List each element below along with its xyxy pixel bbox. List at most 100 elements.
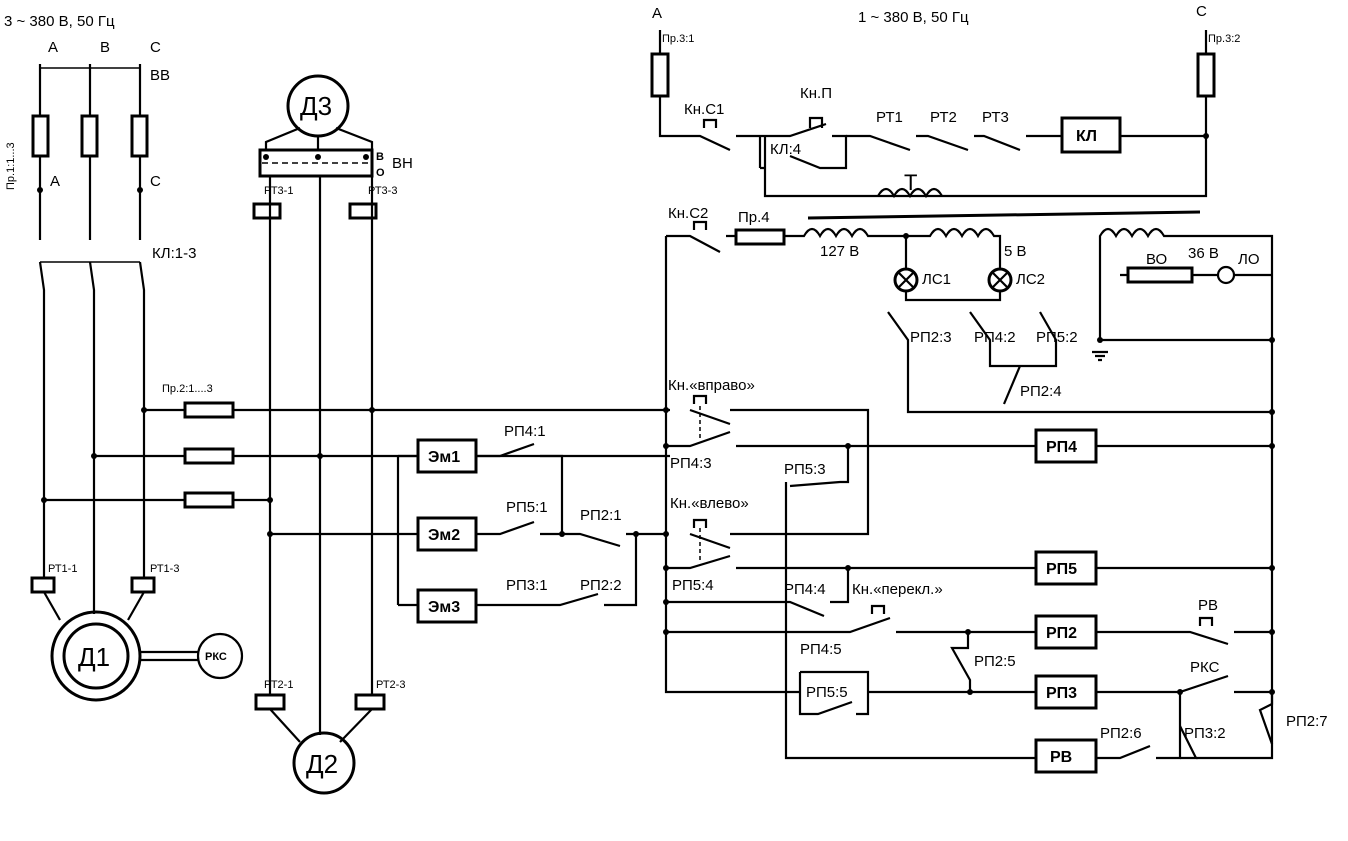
coil-rp3-label: РП3 (1046, 685, 1077, 702)
control-left-rail (664, 236, 800, 694)
contact-rp2-7 (1196, 692, 1274, 760)
motor-d2-label: Д2 (306, 749, 338, 779)
fuse-main-label: Пр.1:1...3 (5, 142, 17, 190)
lamp-ls1-label: ЛС1 (922, 271, 951, 288)
transformer-core (807, 210, 1201, 220)
kn-s1-label: Кн.С1 (684, 101, 724, 118)
phase-a-top-label: А (652, 5, 662, 22)
contact-rp2-4 (1002, 365, 1022, 405)
contact-rp3-1-rp2-2 (476, 534, 638, 607)
coil-rp5 (1034, 550, 1098, 586)
fuse-pr3-1 (650, 52, 670, 98)
fuse-pr3-2-label: Пр.3:2 (1208, 33, 1240, 45)
contact-rv (1096, 630, 1272, 646)
contact-rp5-1-label: РП5:1 (506, 499, 548, 516)
v5-label: 5 В (1004, 243, 1027, 260)
contact-rp5-3 (784, 446, 1036, 760)
contact-rp2-7-label: РП2:7 (1286, 713, 1328, 730)
kn-left-button (689, 518, 731, 550)
fuse-c (130, 114, 149, 158)
kn-right-button (689, 394, 731, 426)
em-feed (396, 454, 418, 607)
rks-sensor-label: РКС (205, 651, 227, 663)
coil-kl (1060, 116, 1122, 154)
lamp-ls2 (987, 267, 1013, 293)
contact-rp2-3 (887, 311, 1272, 414)
contact-rv-label: РВ (1198, 597, 1218, 614)
kn-switch-contact (666, 604, 891, 634)
lighting-circuit: Кн.С2 Пр.4 127 В 5 В ЛС1 ЛС2 36 В ВО ЛО … (666, 205, 1275, 744)
thermal-rt2-1-label: РТ2-1 (264, 679, 293, 691)
contact-rp5-5-label: РП5:5 (806, 684, 848, 701)
thermal-rt3-3-label: РТ3-3 (368, 185, 397, 197)
thermal-rt3-1-label: РТ3-1 (264, 185, 293, 197)
coil-em3-label: Эм3 (428, 599, 460, 616)
motor-d2 (292, 731, 356, 795)
kn-s2-button (692, 220, 708, 230)
kn-s2-contact (666, 234, 736, 253)
contact-rp4-2-label: РП4:2 (974, 329, 1016, 346)
coil-em3 (416, 588, 478, 624)
phase-c-load (138, 261, 146, 580)
t-return-wire (763, 30, 1208, 198)
thermal-rt2-3-label: РТ2-3 (376, 679, 405, 691)
thermal-rt1-3 (130, 576, 156, 594)
contact-rks-label: РКС (1190, 659, 1220, 676)
switch-vo-label: ВО (1146, 251, 1167, 268)
lamp-ls1 (893, 267, 919, 293)
contact-rp2-2-label: РП2:2 (580, 577, 622, 594)
fuse-2-2 (183, 447, 235, 465)
contact-rp4-3-label: РП4:3 (670, 455, 712, 472)
coil-em1-label: Эм1 (428, 449, 460, 466)
phase-a-load (38, 261, 46, 580)
contact-rp3-1-label: РП3:1 (506, 577, 548, 594)
lo-secondary (1098, 227, 1274, 744)
one-phase-supply-label: 1 ~ 380 В, 50 Гц (858, 9, 969, 26)
contact-kl4-label: КЛ:4 (770, 141, 801, 158)
fuse-a (31, 114, 50, 158)
thermal-rt2-1 (254, 693, 286, 711)
coil-rv (1034, 738, 1098, 774)
contact-rp2-3-label: РП2:3 (910, 329, 952, 346)
lamp-wires (904, 236, 1002, 302)
kn-s1-wire (658, 30, 760, 151)
contact-rp4-1 (476, 442, 564, 534)
contact-rp4-4-label: РП4:4 (784, 581, 826, 598)
phase-c-top-label: С (1196, 3, 1207, 20)
coil-rp2-label: РП2 (1046, 625, 1077, 642)
kn-s1-button (702, 118, 718, 128)
vn-b-label: В (376, 151, 384, 163)
coil-rp4-label: РП4 (1046, 439, 1077, 456)
motor-d1-inner (62, 622, 130, 690)
contact-rp2-6-label: РП2:6 (1100, 725, 1142, 742)
contact-rp4-5-label: РП4:5 (800, 641, 842, 658)
contact-rp4-1-label: РП4:1 (504, 423, 546, 440)
fuse-pr3-2 (1196, 52, 1216, 98)
vn-label: ВН (392, 155, 413, 172)
contact-rks (1096, 674, 1272, 694)
fuse-pr4 (734, 228, 786, 246)
d2-leads (269, 708, 373, 743)
rt1-label: РТ1 (876, 109, 903, 126)
kn-p-label: Кн.П (800, 85, 832, 102)
coil-rv-label: РВ (1050, 749, 1072, 766)
v36-label: 36 В (1188, 245, 1219, 262)
phase-c-label: C (150, 39, 161, 56)
fuse-2-3 (183, 491, 235, 509)
breaker-label: ВВ (150, 67, 170, 84)
kn-switch-label: Кн.«перекл.» (852, 581, 943, 598)
contact-rp2-5-label: РП2:5 (974, 653, 1016, 670)
kn-right-wires (666, 408, 870, 536)
motor-d3-label: Д3 (300, 91, 332, 121)
contactor-kl-label: КЛ:1-3 (152, 245, 196, 262)
thermal-rt1-1 (30, 576, 56, 594)
contact-rp4-4 (666, 568, 850, 618)
three-phase-supply-label: 3 ~ 380 В, 50 Гц (4, 13, 115, 30)
rt3-label: РТ3 (982, 109, 1009, 126)
v127-label: 127 В (820, 243, 859, 260)
thermal-rt3-1 (252, 202, 282, 220)
coil-kl-label: КЛ (1076, 128, 1097, 145)
contact-rp5-4-label: РП5:4 (672, 577, 714, 594)
thermal-rt1-3-label: РТ1-3 (150, 563, 179, 575)
